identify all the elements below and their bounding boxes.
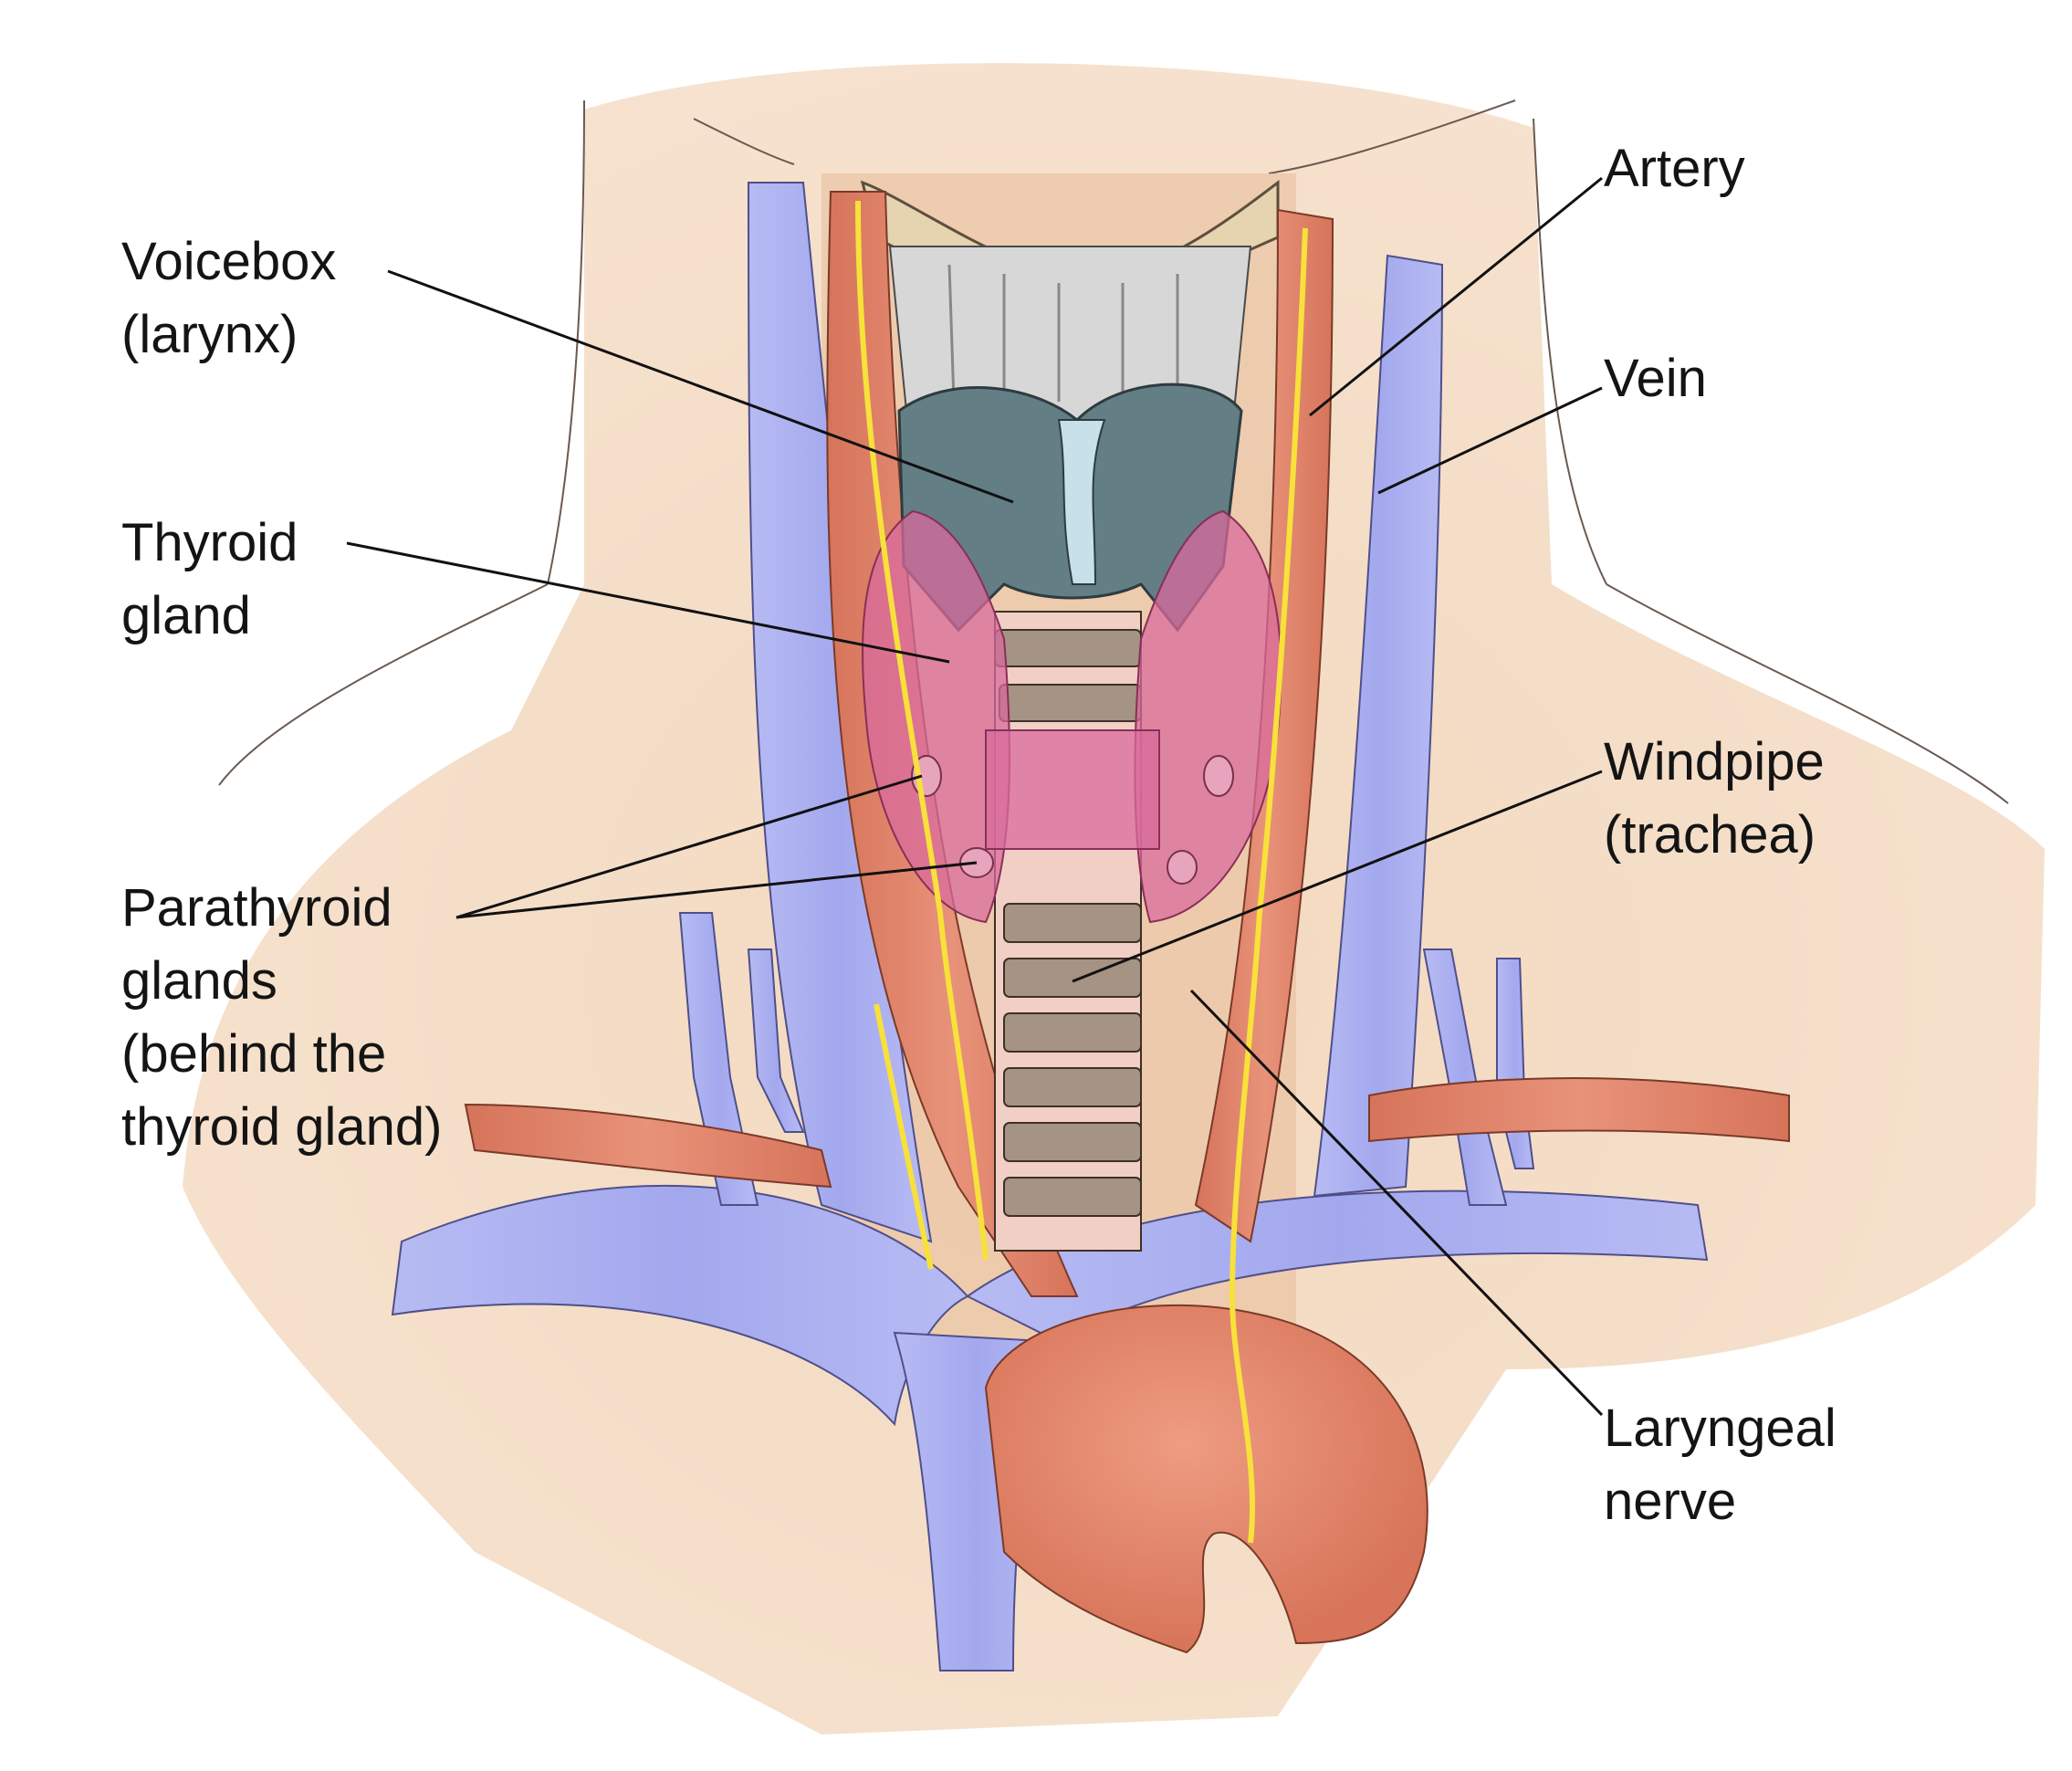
aortic-arch bbox=[984, 1305, 1428, 1654]
leader-thyroid bbox=[346, 541, 950, 664]
label-vein: Vein bbox=[1604, 342, 1707, 415]
label-vein-line1: Vein bbox=[1604, 349, 1707, 408]
leader-lines bbox=[346, 176, 1604, 1417]
label-artery: Artery bbox=[1604, 132, 1745, 205]
leader-parathyroid-lower bbox=[455, 861, 978, 919]
label-windpipe: Windpipe (trachea) bbox=[1604, 726, 1825, 872]
label-parathyroid-line4: thyroid gland) bbox=[121, 1097, 443, 1157]
label-thyroid-gland: Thyroid gland bbox=[121, 507, 298, 653]
trachea bbox=[994, 611, 1142, 1252]
label-voicebox: Voicebox (larynx) bbox=[121, 225, 336, 372]
laryngeal-nerves bbox=[855, 200, 1308, 1544]
label-thyroid-line1: Thyroid bbox=[121, 513, 298, 572]
label-parathyroid-line2: glands bbox=[121, 951, 277, 1011]
label-parathyroid-glands: Parathyroid glands (behind the thyroid g… bbox=[121, 872, 442, 1164]
label-parathyroid-line1: Parathyroid bbox=[121, 878, 392, 938]
leader-voicebox bbox=[387, 269, 1014, 504]
label-artery-line1: Artery bbox=[1604, 139, 1745, 198]
leader-nerve bbox=[1189, 989, 1604, 1417]
label-nerve-line1: Laryngeal bbox=[1604, 1399, 1837, 1458]
leader-artery bbox=[1309, 176, 1603, 417]
label-thyroid-line2: gland bbox=[121, 586, 251, 645]
label-windpipe-line1: Windpipe bbox=[1604, 732, 1825, 791]
label-voicebox-line1: Voicebox bbox=[121, 232, 337, 291]
label-windpipe-line2: (trachea) bbox=[1604, 805, 1816, 865]
label-parathyroid-line3: (behind the bbox=[121, 1024, 387, 1084]
leader-windpipe bbox=[1072, 770, 1603, 983]
label-nerve-line2: nerve bbox=[1604, 1472, 1737, 1531]
leader-parathyroid-upper bbox=[455, 774, 923, 919]
label-voicebox-line2: (larynx) bbox=[121, 305, 298, 364]
label-laryngeal-nerve: Laryngeal nerve bbox=[1604, 1392, 1837, 1538]
leader-vein bbox=[1377, 386, 1603, 495]
